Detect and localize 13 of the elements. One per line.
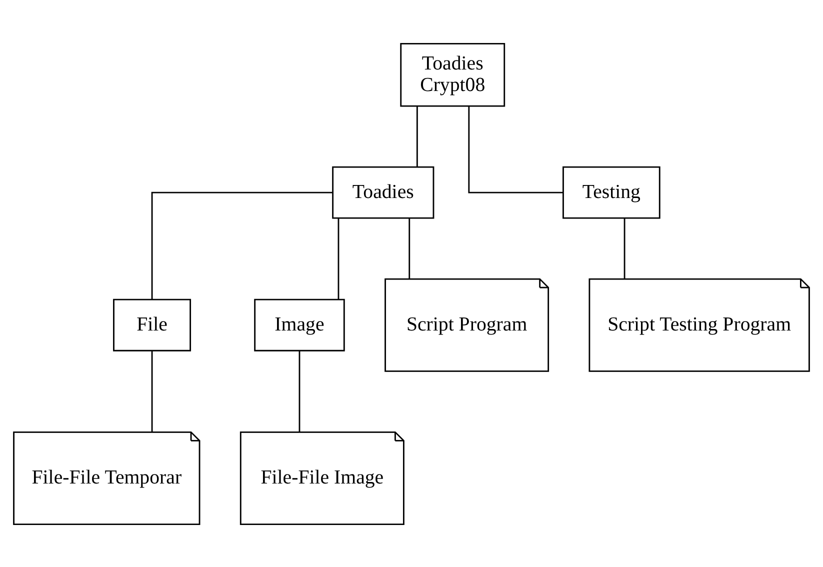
connector [338,218,340,299]
node-box: Testing [562,166,660,218]
connector [624,218,626,278]
node-box: Image [254,298,345,351]
connector [468,106,564,193]
connector [408,218,410,278]
connector [298,350,300,432]
node-box: Toadies Crypt08 [400,42,506,106]
node-box: File [113,298,192,351]
connector [416,106,418,166]
connector [151,191,332,300]
connector [151,350,153,432]
node-box: Toadies [332,166,434,218]
